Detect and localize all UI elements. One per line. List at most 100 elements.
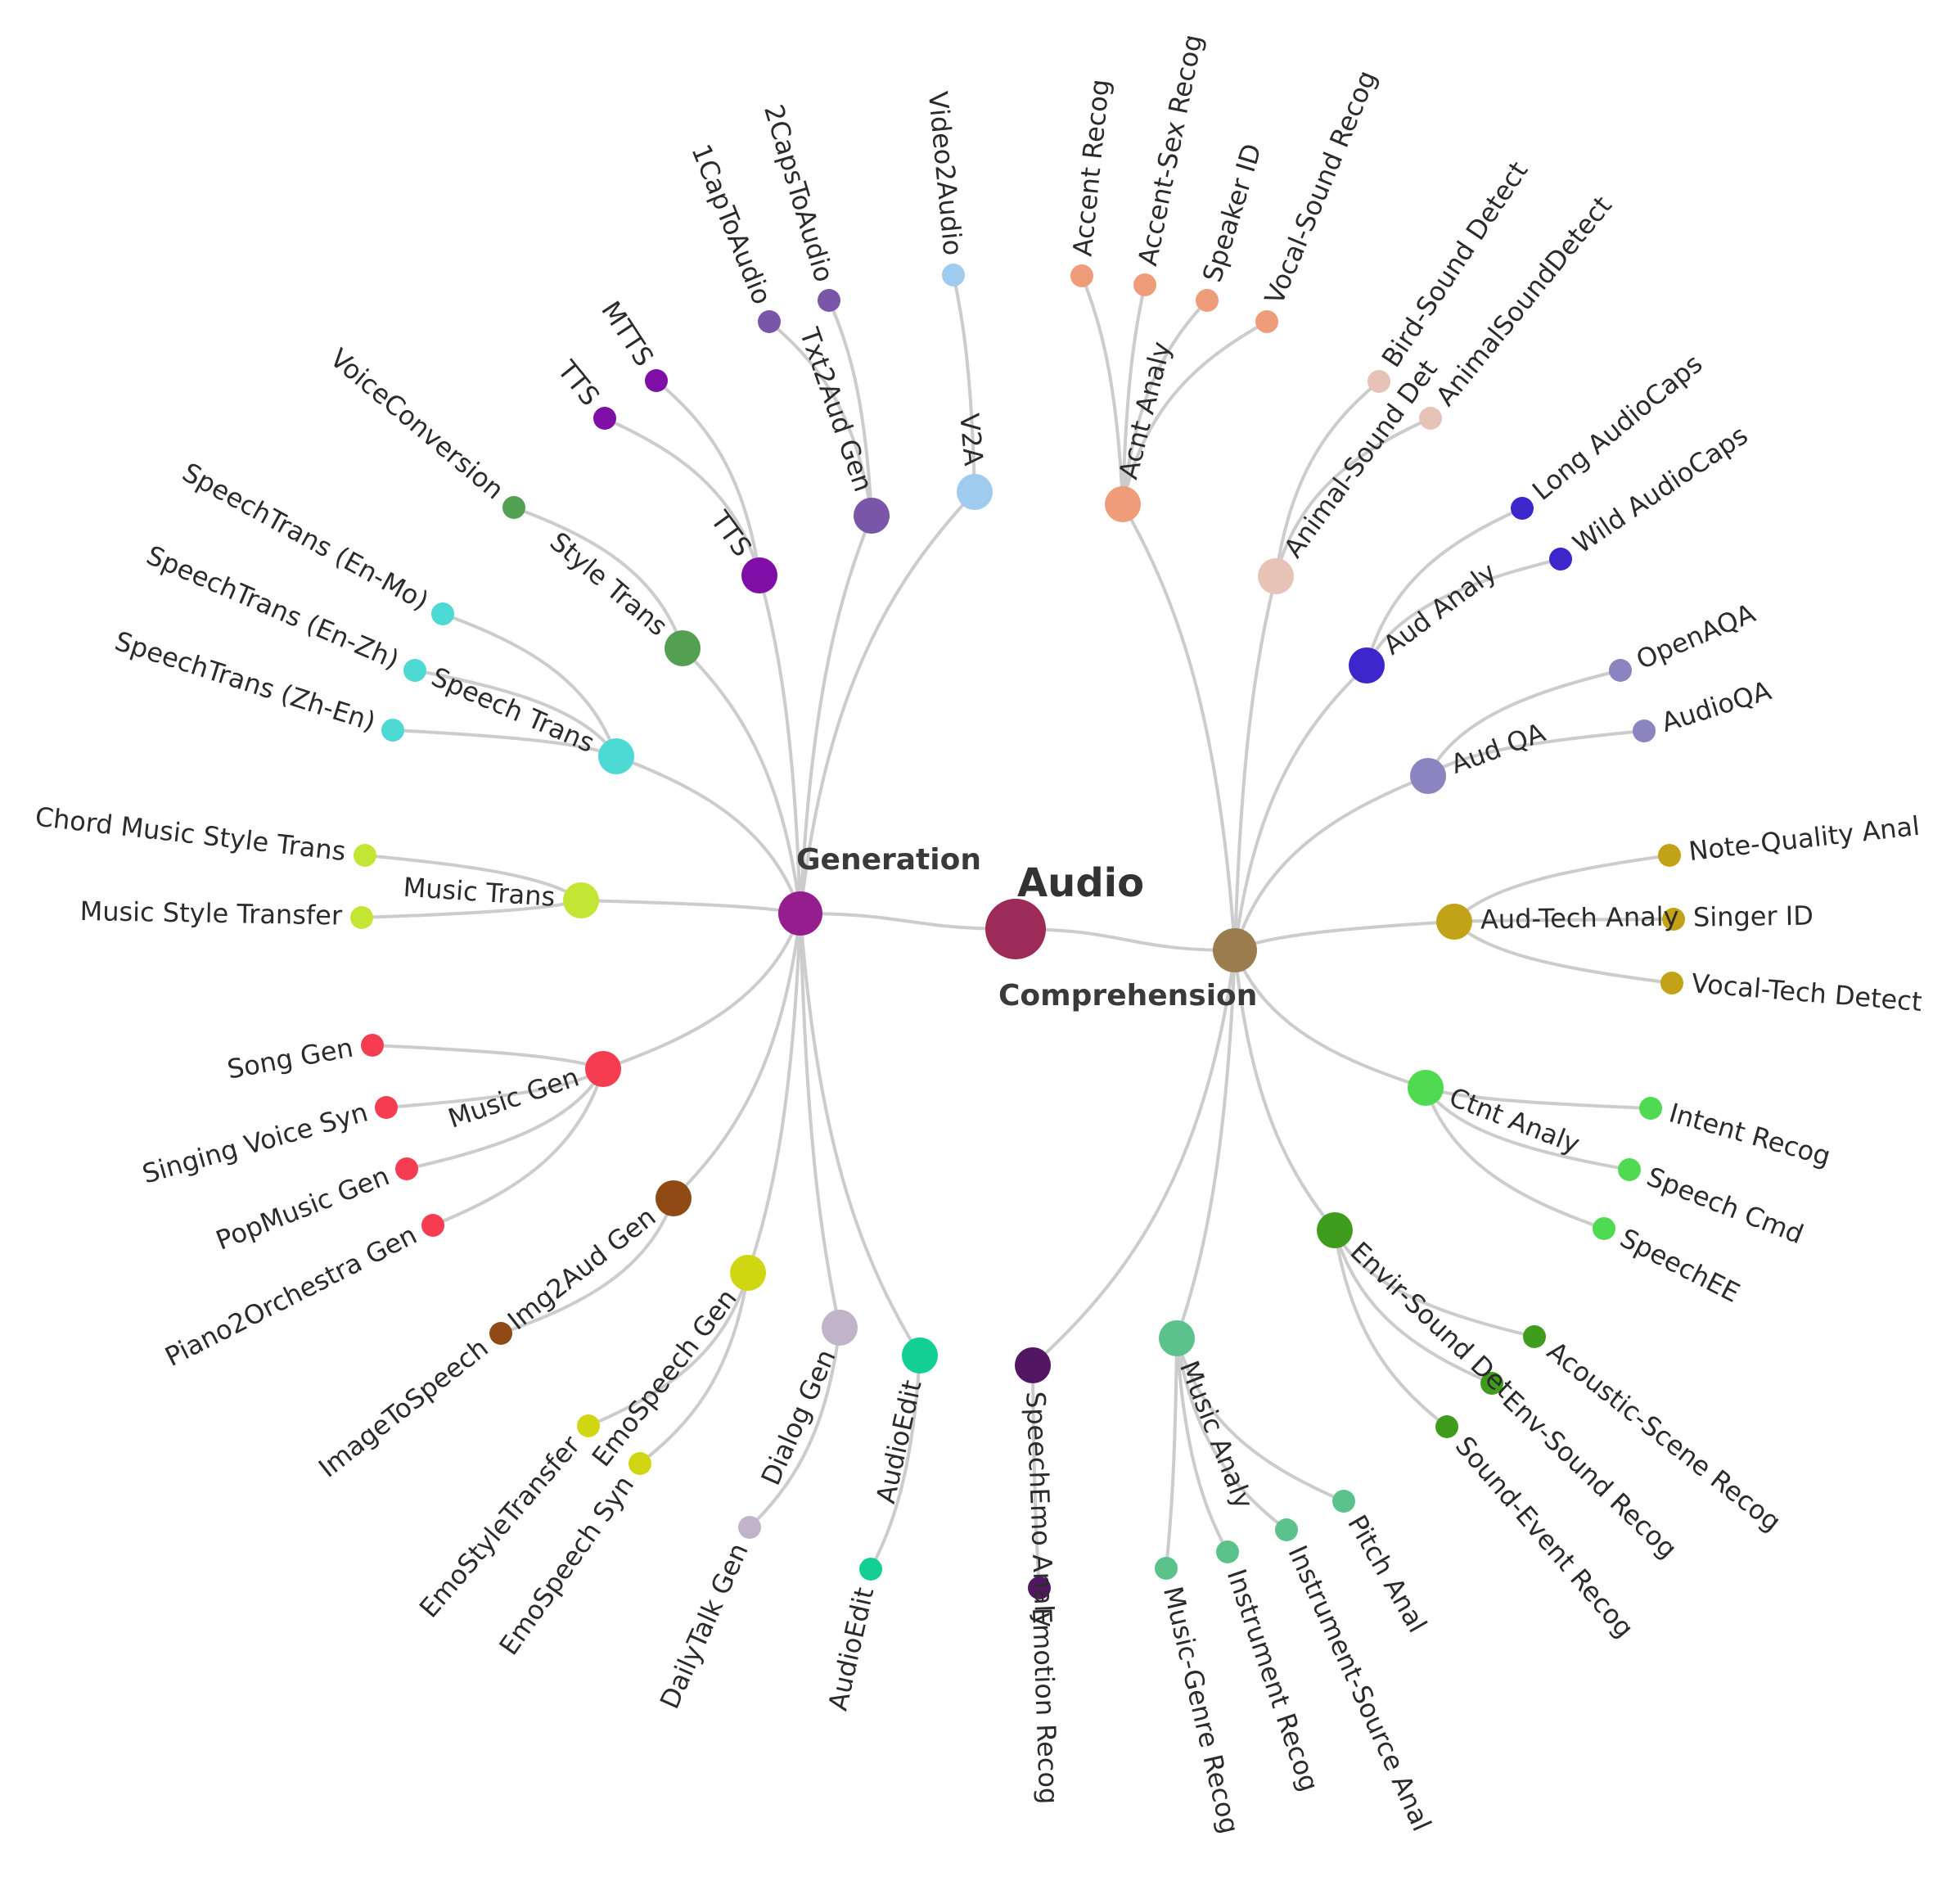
edge-aud-tech-analy: [1233, 920, 1456, 952]
subtask-label-aud-qa: Aud QA: [1447, 716, 1550, 779]
leaf-node-bird-sound-detect: [1367, 370, 1390, 393]
subtask-label-audioedit: AudioEdit: [870, 1378, 928, 1507]
leaf-label-1captoaudio: 1CapToAudio: [685, 140, 777, 309]
edge-animal-sound-det: [1233, 575, 1277, 952]
category-node-comprehension: [1213, 928, 1257, 972]
edge-leaf-acnt-analy-1: [1121, 283, 1147, 506]
subtask-node-tts: [741, 557, 777, 593]
tree-nodes: [350, 264, 1685, 1599]
leaf-label-dailytalk-gen: DailyTalk Gen: [654, 1538, 755, 1713]
edge-ctnt-analy: [1233, 949, 1427, 1089]
subtask-label-tts: TTS: [704, 504, 758, 562]
edge-leaf-acnt-analy-3: [1121, 320, 1268, 506]
subtask-label-v2a: V2A: [953, 412, 989, 467]
leaf-node-imagetospeech: [489, 1322, 512, 1345]
edge-leaf-acnt-analy-0: [1080, 274, 1124, 506]
edge-leaf-aud-qa-0: [1426, 669, 1622, 778]
edge-leaf-music-analy-2: [1175, 1337, 1229, 1554]
subtask-node-aud-tech-analy: [1436, 904, 1472, 940]
leaf-label-mtts: MTTS: [595, 295, 660, 372]
edge-music-trans: [579, 899, 802, 915]
edge-leaf-acnt-analy-2: [1121, 299, 1209, 506]
leaf-node-dailytalk-gen: [738, 1516, 761, 1539]
subtask-node-style-trans: [665, 630, 701, 666]
leaf-label-emotion-recog: Emotion Recog: [1026, 1607, 1065, 1805]
edge-leaf-speechemo-analy-0: [1031, 1364, 1041, 1590]
root-node: [985, 899, 1046, 959]
edge-leaf-txt2aud-gen-0: [768, 320, 873, 517]
edge-music-analy: [1175, 949, 1237, 1340]
edge-style-trans: [681, 647, 802, 915]
leaf-node-pitch-anal: [1332, 1490, 1355, 1513]
leaf-label-song-gen: Song Gen: [225, 1032, 356, 1085]
edge-leaf-music-analy-3: [1165, 1337, 1178, 1570]
edge-leaf-style-trans-0: [512, 506, 684, 650]
leaf-node-speechtrans-en-mo: [431, 602, 454, 625]
leaf-label-note-quality-anal: Note-Quality Anal: [1687, 810, 1921, 868]
leaf-node-mtts: [645, 369, 668, 392]
leaf-node-singing-voice-syn: [375, 1096, 398, 1119]
edge-audioedit: [799, 912, 921, 1357]
edge-leaf-speech-trans-1: [413, 669, 618, 758]
edge-leaf-img2aud-gen-0: [499, 1197, 675, 1335]
leaf-label-vocal-sound-recog: Vocal-Sound Recog: [1259, 65, 1383, 309]
edge-leaf-txt2aud-gen-1: [827, 299, 873, 517]
leaf-label-vocal-tech-detect: Vocal-Tech Detect: [1691, 968, 1923, 1017]
leaf-label-speechee: SpeechEE: [1615, 1222, 1745, 1309]
subtask-node-music-gen: [585, 1051, 621, 1087]
subtask-node-speech-trans: [598, 738, 634, 774]
edge-leaf-animal-sound-det-1: [1274, 417, 1432, 578]
subtask-node-music-trans: [563, 882, 599, 918]
subtask-label-style-trans: Style Trans: [544, 525, 674, 642]
leaf-node-tts: [593, 407, 616, 430]
leaf-node-env-sound-recog: [1480, 1372, 1503, 1395]
leaf-label-accent-sex-recog: Accent-Sex Recog: [1132, 32, 1209, 268]
subtask-node-aud-analy: [1349, 647, 1385, 683]
edge-leaf-aud-tech-analy-0: [1453, 854, 1671, 923]
subtask-label-img2aud-gen: Img2Aud Gen: [502, 1201, 661, 1336]
edge-leaf-audioedit-0: [869, 1354, 921, 1571]
edge-emospeech-gen: [746, 912, 802, 1274]
leaf-node-instrument-source-anal: [1275, 1518, 1298, 1541]
leaf-node-animalsounddetect: [1419, 407, 1442, 430]
edge-tts: [758, 574, 802, 915]
leaf-label-video2audio: Video2Audio: [922, 90, 969, 257]
tree-edges: [360, 273, 1675, 1590]
leaf-node-emostyletransfer: [577, 1414, 600, 1437]
edge-leaf-envir-sound-det-1: [1333, 1229, 1494, 1385]
edge-root-comprehension: [1014, 927, 1237, 952]
category-node-generation: [778, 891, 822, 936]
edge-leaf-speech-trans-0: [441, 612, 618, 758]
edge-leaf-envir-sound-det-0: [1333, 1229, 1536, 1338]
edge-leaf-animal-sound-det-0: [1274, 380, 1381, 578]
subtask-node-ctnt-analy: [1408, 1070, 1444, 1106]
leaf-label-audioedit: AudioEdit: [822, 1585, 880, 1714]
leaf-label-singing-voice-syn: Singing Voice Syn: [139, 1096, 372, 1189]
subtask-node-img2aud-gen: [656, 1180, 692, 1216]
subtask-node-audioedit: [902, 1337, 938, 1374]
edge-leaf-v2a-0: [952, 273, 976, 494]
leaf-label-2capstoaudio: 2CapsToAudio: [758, 101, 840, 285]
edge-speechemo-analy: [1031, 949, 1237, 1367]
leaf-node-wild-audiocaps: [1549, 548, 1572, 571]
subtask-label-music-gen: Music Gen: [444, 1061, 583, 1134]
leaf-node-music-genre-recog: [1155, 1557, 1178, 1580]
edge-leaf-aud-analy-0: [1365, 507, 1524, 667]
leaf-label-music-genre-recog: Music-Genre Recog: [1157, 1584, 1246, 1837]
edge-leaf-music-analy-0: [1175, 1337, 1345, 1503]
edge-speech-trans: [615, 755, 802, 915]
leaf-node-emospeech-syn: [629, 1452, 651, 1475]
leaf-label-tts: TTS: [551, 354, 606, 412]
leaf-label-animalsounddetect: AnimalSoundDetect: [1430, 190, 1618, 412]
edge-leaf-ctnt-analy-2: [1424, 1086, 1606, 1230]
edge-leaf-aud-analy-1: [1365, 557, 1562, 667]
edge-v2a: [799, 490, 976, 915]
leaf-label-sound-event-recog: Sound-Event Recog: [1449, 1430, 1640, 1644]
subtask-node-emospeech-gen: [730, 1255, 766, 1291]
leaf-node-piano2orchestra-gen: [421, 1214, 444, 1237]
edge-root-generation: [799, 912, 1017, 931]
leaf-node-note-quality-anal: [1658, 844, 1681, 867]
leaf-node-vocal-sound-recog: [1255, 310, 1278, 333]
leaf-label-imagetospeech: ImageToSpeech: [313, 1332, 493, 1483]
